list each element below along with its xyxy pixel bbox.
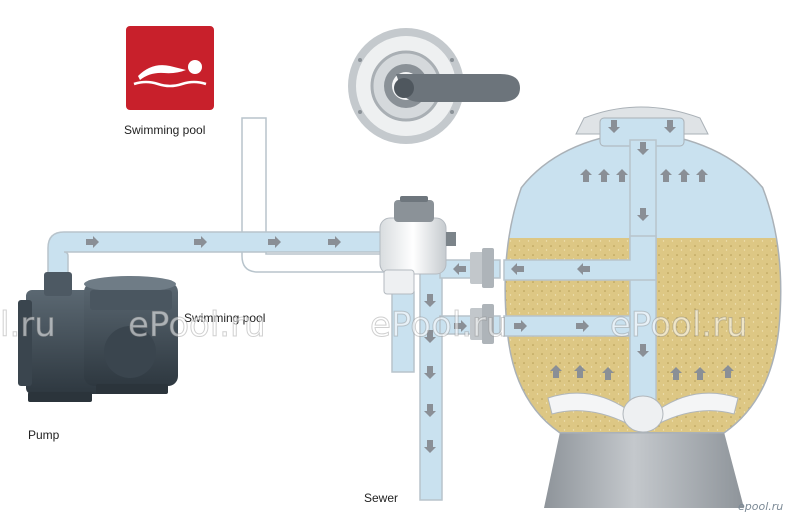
arrow-icon [514, 320, 527, 332]
label-sewer: Sewer [364, 491, 399, 505]
watermark: ePool.ru [370, 305, 509, 346]
arrow-icon [616, 169, 628, 182]
arrow-icon [424, 294, 436, 307]
arrow-icon [328, 236, 341, 248]
arrow-icon [550, 365, 562, 378]
tank-connection-pipes [439, 248, 501, 344]
arrow-icon [424, 440, 436, 453]
arrow-icon [86, 236, 99, 248]
arrow-icon [694, 367, 706, 380]
label-pump: Pump [28, 428, 60, 442]
pool-supply-pipe [241, 117, 393, 273]
arrow-icon [453, 263, 466, 275]
watermark: ePool.ru [128, 305, 267, 346]
arrow-icon [696, 169, 708, 182]
arrow-icon [637, 142, 649, 155]
arrow-icon [637, 344, 649, 357]
watermark: ePool.ru [610, 305, 749, 346]
filter-tank [503, 106, 782, 434]
arrow-icon [602, 367, 614, 380]
sewer-pipe [391, 267, 443, 501]
arrow-icon [580, 169, 592, 182]
arrow-icon [722, 365, 734, 378]
flow-arrows [86, 120, 734, 453]
label-swimming-pool-top: Swimming pool [124, 123, 206, 137]
arrow-icon [670, 367, 682, 380]
valve-handle-icon [394, 74, 520, 102]
watermark: l.ru [0, 305, 56, 346]
arrow-icon [664, 120, 676, 133]
arrow-icon [678, 169, 690, 182]
arrow-icon [424, 330, 436, 343]
multiport-valve-body [379, 196, 456, 295]
arrow-icon [608, 120, 620, 133]
arrow-icon [576, 320, 589, 332]
swimmer-icon [133, 60, 207, 88]
valve-dial [348, 28, 520, 144]
arrow-icon [268, 236, 281, 248]
arrow-icon [574, 365, 586, 378]
arrow-icon [424, 366, 436, 379]
swimming-pool-sign [126, 26, 214, 110]
arrow-icon [637, 208, 649, 221]
corner-watermark: epool.ru [738, 500, 784, 513]
filter-base [544, 432, 744, 508]
label-swimming-pool-return: Swimming pool [184, 311, 266, 325]
arrow-icon [454, 320, 467, 332]
pump [18, 272, 178, 402]
arrow-icon [660, 169, 672, 182]
arrow-icon [424, 404, 436, 417]
arrow-icon [511, 263, 524, 275]
arrow-icon [598, 169, 610, 182]
arrow-icon [577, 263, 590, 275]
arrow-icon [194, 236, 207, 248]
